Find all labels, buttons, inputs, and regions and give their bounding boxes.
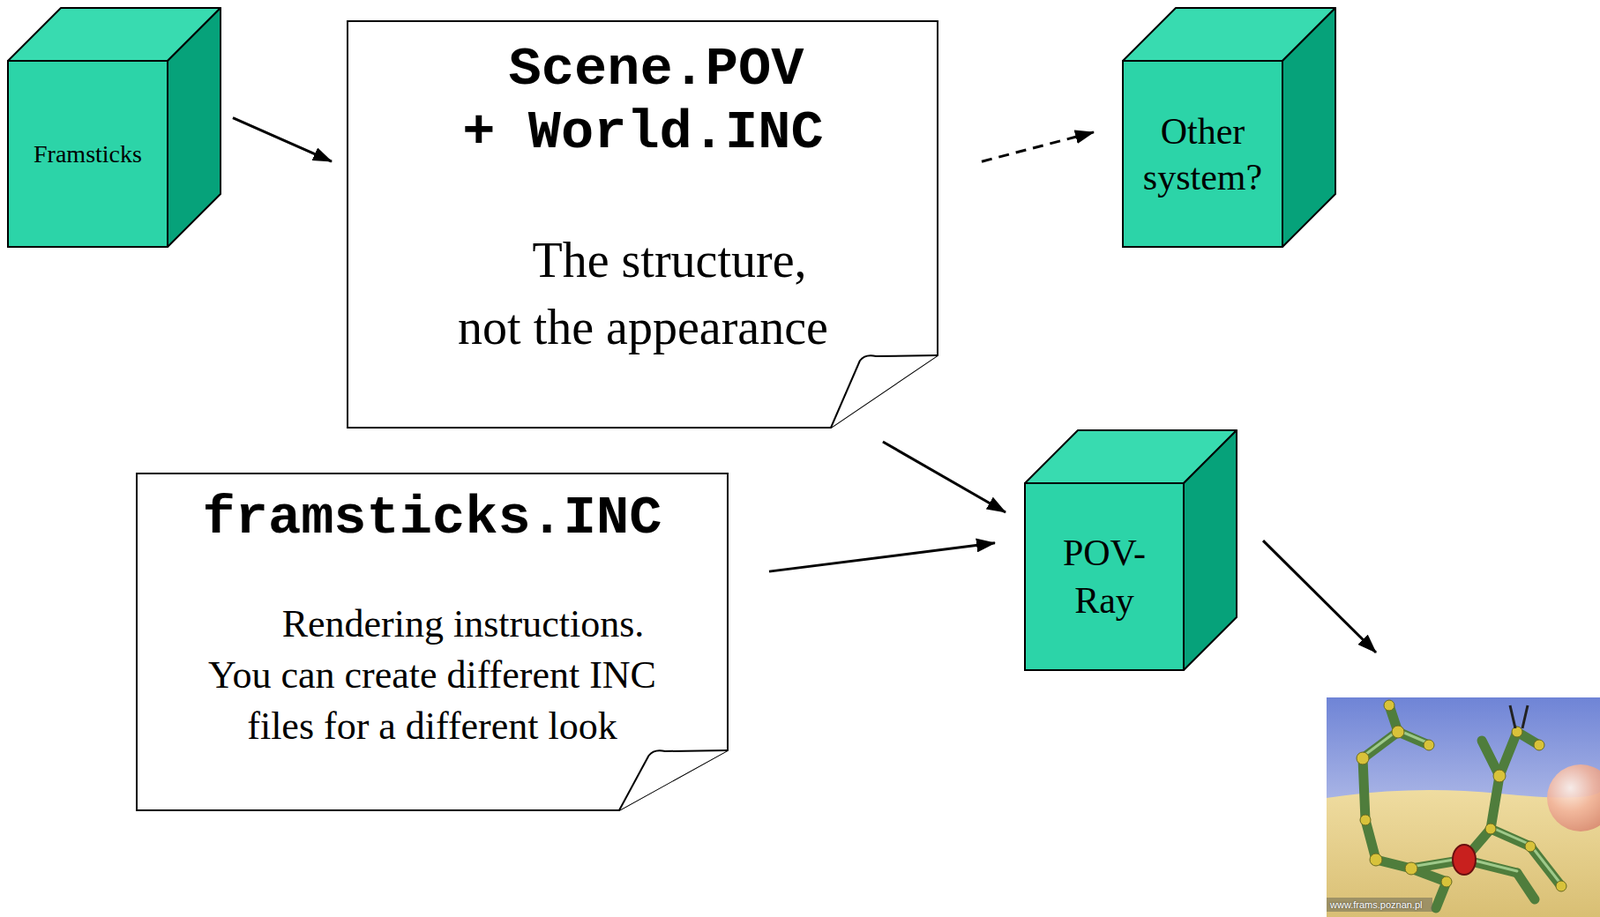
document-page <box>136 473 728 811</box>
file-description: The structure, not the appearance <box>448 226 838 361</box>
cube-face-area: POV-Ray <box>1024 483 1184 671</box>
flow-arrow <box>232 118 332 163</box>
file-name: framsticks.INC <box>167 486 697 551</box>
document-page <box>347 21 938 428</box>
flow-arrow <box>882 441 1006 513</box>
system-cube: Other system? <box>1122 7 1336 247</box>
file-name: Scene.POV + World.INC <box>456 37 830 165</box>
watermark: www.frams.poznan.pl <box>1330 898 1423 912</box>
output-arrow <box>1263 540 1376 653</box>
system-name: POV-Ray <box>1042 529 1167 625</box>
system-name: Framsticks <box>33 139 143 170</box>
page-fold <box>619 750 728 811</box>
cube-face-area: Framsticks <box>7 60 168 247</box>
cube-face-area: Other system? <box>1122 60 1283 247</box>
page-fold <box>830 355 938 428</box>
file-document: framsticks.INC Rendering instructions. Yo… <box>135 472 729 812</box>
cube-front <box>1024 483 1184 671</box>
cube-front <box>1122 60 1283 247</box>
cube-side <box>167 7 221 247</box>
rendered-picture <box>1326 697 1600 917</box>
flow-arrow <box>769 543 995 572</box>
cube-outline <box>7 7 221 247</box>
system-cube: Framsticks <box>7 7 221 247</box>
system-name: Other system? <box>1128 108 1279 201</box>
flow-arrow <box>981 132 1094 162</box>
system-cube: POV-Ray <box>1024 430 1237 671</box>
cube-front <box>7 60 168 247</box>
file-description: Rendering instructions. You can create d… <box>198 598 666 753</box>
file-document: Scene.POV + World.INC The structure, not … <box>346 20 939 429</box>
cube-side <box>1183 430 1237 671</box>
cube-side <box>1282 7 1336 247</box>
